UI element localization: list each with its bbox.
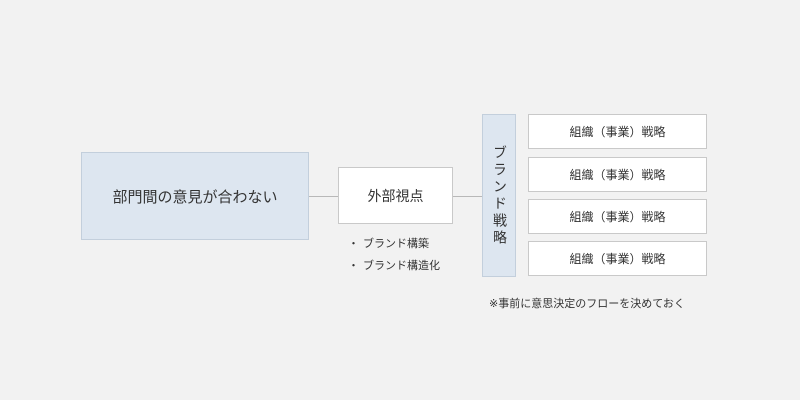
- connector-problem-to-perspective: [309, 196, 338, 197]
- business-strategy-box: 組織（事業）戦略: [528, 199, 707, 234]
- perspective-bullet-list: ブランド構築 ブランド構造化: [348, 233, 440, 277]
- business-strategy-label: 組織（事業）戦略: [569, 210, 666, 224]
- external-perspective-box: 外部視点: [338, 167, 453, 224]
- problem-box: 部門間の意見が合わない: [81, 152, 309, 240]
- problem-label: 部門間の意見が合わない: [112, 187, 278, 206]
- business-strategy-label: 組織（事業）戦略: [569, 125, 666, 139]
- business-strategy-box: 組織（事業）戦略: [528, 114, 707, 149]
- connector-perspective-to-strategy: [453, 196, 482, 197]
- brand-strategy-box: ブランド戦略: [482, 114, 516, 277]
- bullet-item: ブランド構築: [348, 233, 440, 255]
- business-strategy-label: 組織（事業）戦略: [569, 168, 666, 182]
- strategy-label: ブランド戦略: [491, 144, 507, 247]
- business-strategy-label: 組織（事業）戦略: [569, 252, 666, 266]
- perspective-label: 外部視点: [367, 188, 424, 205]
- bullet-item: ブランド構造化: [348, 255, 440, 277]
- business-strategy-box: 組織（事業）戦略: [528, 241, 707, 276]
- business-strategy-box: 組織（事業）戦略: [528, 157, 707, 192]
- decision-flow-note: ※事前に意思決定のフローを決めておく: [489, 297, 685, 310]
